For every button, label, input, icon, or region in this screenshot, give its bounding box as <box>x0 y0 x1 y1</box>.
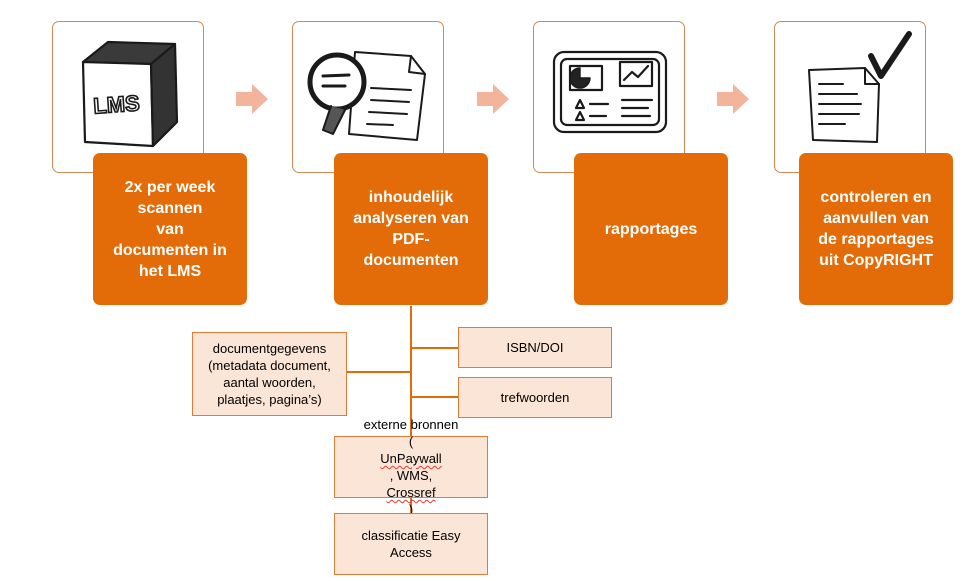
dashboard-report-icon <box>552 50 668 134</box>
wms-label: , WMS, <box>389 468 433 483</box>
externe-bronnen-box: externe bronnen ( UnPaywall , WMS, Crossre… <box>334 417 488 517</box>
arrow-right-icon <box>717 84 749 114</box>
documentgegevens-box: documentgegevens (metadata document, aan… <box>192 332 347 416</box>
step-3-icon-card <box>533 21 685 173</box>
paren-close: ) <box>408 502 414 517</box>
step-1-box: 2x per week scannen van documenten in he… <box>93 153 247 305</box>
arrow-right-icon <box>236 84 268 114</box>
magnifier-document-icon <box>307 51 426 141</box>
step-4-box: controleren en aanvullen van de rapporta… <box>799 153 953 305</box>
step-2-box: inhoudelijk analyseren van PDF- document… <box>334 153 488 305</box>
lms-box-icon: LMS <box>81 40 179 148</box>
checked-document-icon <box>808 31 912 143</box>
paren-open: ( <box>408 434 414 449</box>
isbn-doi-box: ISBN/DOI <box>458 327 612 368</box>
step-2-label: inhoudelijk analyseren van PDF- document… <box>353 189 469 269</box>
isbn-doi-label: ISBN/DOI <box>506 340 564 355</box>
externe-bronnen-text: externe bronnen ( UnPaywall , WMS, Crossre… <box>364 416 459 518</box>
step-3-box: rapportages <box>574 153 728 305</box>
step-4-icon-card <box>774 21 926 173</box>
classificatie-box: classificatie Easy Access <box>334 513 488 575</box>
step-1-icon-card: LMS <box>52 21 204 173</box>
arrow-right-icon <box>477 84 509 114</box>
step-4-label: controleren en aanvullen van de rapporta… <box>818 189 934 269</box>
lms-box-label: LMS <box>92 90 140 118</box>
step-1-label: 2x per week scannen van documenten in he… <box>113 178 227 280</box>
step-3-label: rapportages <box>604 220 698 238</box>
documentgegevens-label: documentgegevens (metadata document, aan… <box>208 341 331 407</box>
classificatie-label: classificatie Easy Access <box>361 528 461 560</box>
externe-bronnen-sources: ( UnPaywall , WMS, <box>364 433 459 484</box>
trefwoorden-box: trefwoorden <box>458 377 612 418</box>
externe-bronnen-crossref: Crossref) <box>364 484 459 518</box>
crossref-label: Crossref <box>386 485 436 500</box>
externe-bronnen-title: externe bronnen <box>363 417 459 432</box>
trefwoorden-label: trefwoorden <box>500 390 570 405</box>
step-2-icon-card <box>292 21 444 173</box>
unpaywall-label: UnPaywall <box>380 451 442 466</box>
